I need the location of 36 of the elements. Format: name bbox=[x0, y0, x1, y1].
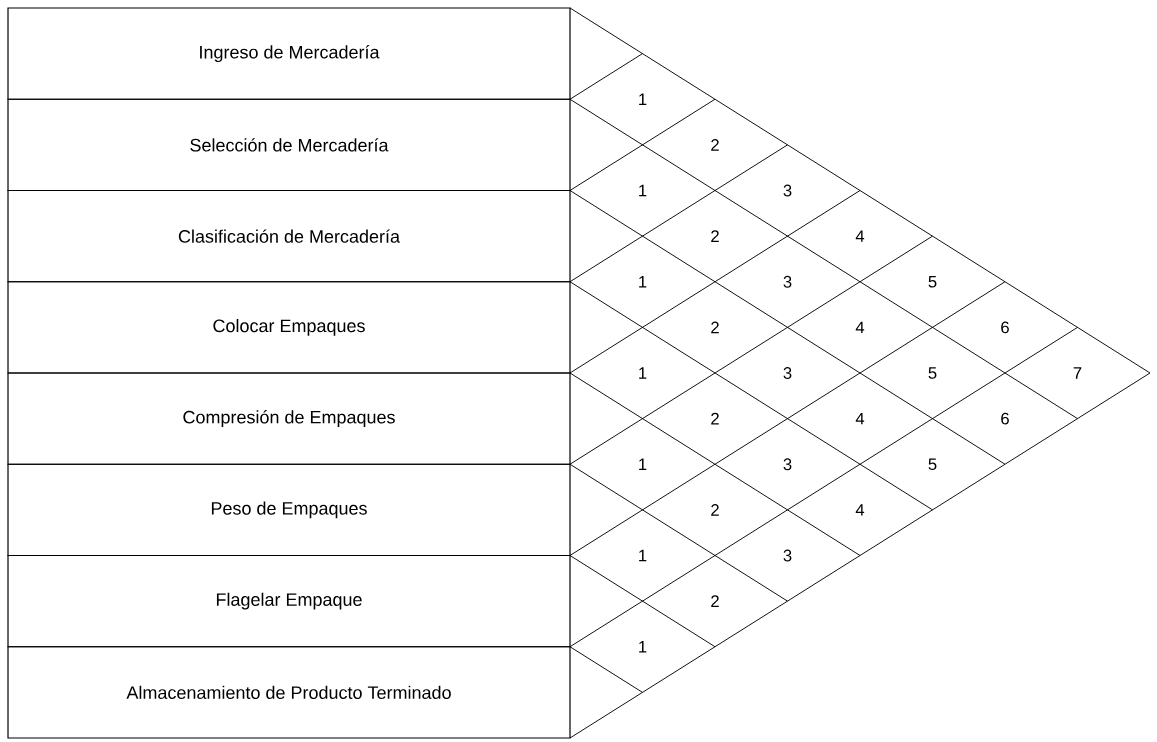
cell-number: 2 bbox=[711, 230, 719, 242]
cell-number: 1 bbox=[639, 641, 647, 653]
cell-number: 2 bbox=[711, 139, 719, 151]
cell-number: 3 bbox=[783, 367, 792, 379]
cell-number: 4 bbox=[855, 412, 865, 425]
cell-number: 6 bbox=[1001, 412, 1009, 425]
cell-number: 5 bbox=[928, 367, 937, 379]
activity-box: Colocar Empaques bbox=[7, 281, 571, 374]
cell-number: 6 bbox=[1001, 321, 1009, 334]
cell-number: 2 bbox=[711, 321, 719, 334]
cell-number: 3 bbox=[783, 275, 792, 288]
cell-number: 5 bbox=[928, 458, 937, 471]
activity-box: Peso de Empaques bbox=[7, 463, 571, 557]
cell-number: 7 bbox=[1073, 367, 1082, 379]
cell-number: 4 bbox=[855, 504, 865, 516]
cell-number: 3 bbox=[783, 184, 792, 197]
activity-box: Clasificación de Mercadería bbox=[7, 189, 571, 283]
cell-number: 1 bbox=[639, 184, 647, 197]
cell-number: 3 bbox=[783, 458, 792, 471]
activity-box: Compresión de Empaques bbox=[7, 372, 571, 465]
cell-number: 1 bbox=[639, 276, 647, 288]
cell-number: 1 bbox=[639, 549, 647, 562]
cell-number: 4 bbox=[855, 321, 865, 334]
cell-number: 2 bbox=[711, 412, 719, 425]
cell-number: 3 bbox=[783, 549, 792, 562]
cell-number: 2 bbox=[711, 504, 719, 516]
cell-number: 2 bbox=[711, 595, 719, 607]
activity-box: Almacenamiento de Producto Terminado bbox=[7, 646, 571, 739]
activity-box: Flagelar Empaque bbox=[7, 554, 571, 648]
activity-box: Ingreso de Mercadería bbox=[7, 7, 571, 100]
cell-number: 5 bbox=[928, 275, 937, 288]
cell-number: 1 bbox=[639, 93, 647, 105]
cell-number: 1 bbox=[639, 458, 647, 470]
cell-number: 1 bbox=[639, 367, 647, 379]
activity-box: Selección de Mercadería bbox=[7, 98, 571, 192]
cell-number: 4 bbox=[855, 230, 865, 242]
